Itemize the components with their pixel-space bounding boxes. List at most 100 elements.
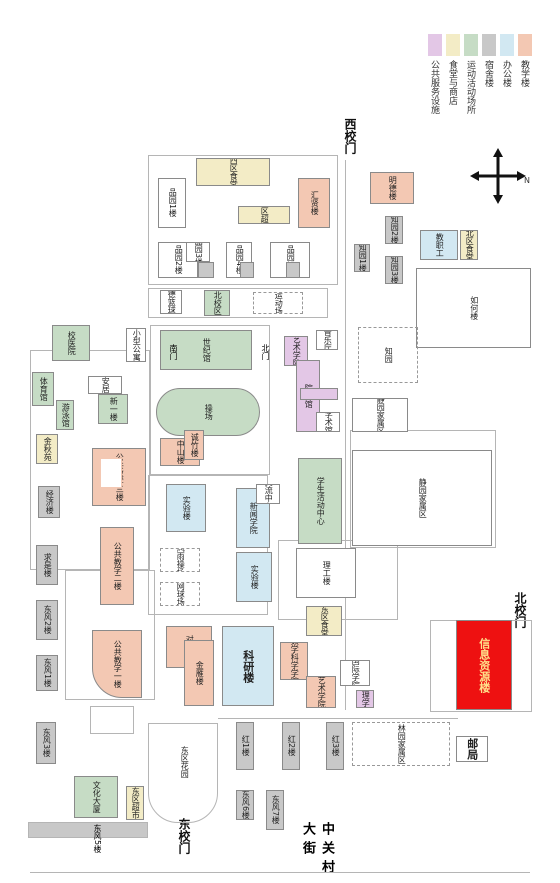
building-jinmiao[interactable]: 金秋苑 (36, 434, 58, 464)
legend-label-sport: 运动活动场所 (465, 60, 475, 114)
court-1: 风雨操场 (160, 548, 200, 572)
building-dongqu-sport[interactable]: 文化大厦 (74, 776, 118, 818)
building-gongjiao1[interactable]: 公共教学一楼 (92, 630, 142, 698)
building-yinyue[interactable]: 音乐厅 (316, 330, 338, 350)
building-library[interactable]: 信息资源楼 (456, 620, 512, 710)
building-dongfeng7[interactable]: 东风7楼 (266, 790, 284, 830)
area-jingyuan-1: 静园家属区 (352, 398, 408, 432)
building-xiaoxinggong[interactable]: 小型公寓 (126, 328, 146, 362)
building-guanli[interactable]: 管理学院 (356, 690, 374, 708)
compass-icon (470, 148, 526, 204)
building-pool[interactable]: 游泳馆 (56, 400, 74, 430)
legend-swatch-office (500, 34, 514, 56)
legend: 公共服务设施 食堂与商店 运动活动场所 宿舍楼 办公楼 教学楼 (426, 34, 536, 122)
court-2: 网球场 (160, 582, 200, 606)
building-jiaozhi[interactable]: 教职工 (420, 230, 458, 260)
area-jingyuan-2: 静园家属区 (352, 450, 492, 546)
building-hong2[interactable]: 红2楼 (282, 722, 300, 770)
building-pinyuan2-annex (198, 262, 214, 278)
east-road-line (218, 718, 458, 719)
building-pinyuan1[interactable]: 品园1楼 (158, 178, 186, 228)
building-jinjian[interactable]: 金雁楼 (184, 640, 214, 706)
north-gate[interactable]: 北校门 (513, 592, 527, 628)
east-park-outline (148, 723, 218, 823)
track-field[interactable]: 操场 (156, 388, 260, 436)
building-jiaoyi[interactable]: 交流中心 (256, 484, 280, 504)
dongfeng5-strip (28, 822, 148, 838)
building-jiuguan[interactable]: 实验楼 (236, 552, 272, 602)
legend-swatch-dorm (482, 34, 496, 56)
building-youju[interactable]: 邮局 (456, 736, 488, 762)
small-outline-1 (90, 706, 134, 734)
court-shuoyuan: 运动场 (253, 292, 303, 314)
building-dingyuan[interactable]: 如何楼 (416, 268, 531, 348)
building-art2[interactable]: 艺术学院 (306, 676, 336, 708)
north-south-road-line (345, 160, 346, 710)
west-block-outline (148, 155, 338, 285)
building-yuanshi-bar (300, 388, 338, 400)
building-keyan[interactable]: 科研楼 (222, 626, 274, 706)
legend-label-office: 办公楼 (501, 60, 511, 87)
central-block-outline (150, 325, 270, 475)
building-pinyuan5-annex (286, 262, 300, 278)
legend-swatch-teaching (518, 34, 532, 56)
pinyuan-row-outline (148, 288, 328, 318)
west-gate[interactable]: 西校门 (343, 118, 357, 154)
building-hong1[interactable]: 红1楼 (236, 722, 254, 770)
building-dongfeng1[interactable]: 东风1楼 (36, 655, 58, 691)
area-linyuan: 林园家属区 (352, 722, 450, 766)
building-east-canteen[interactable]: 东区食堂 (306, 606, 342, 636)
building-student-center[interactable]: 学生活动中心 (298, 458, 342, 544)
building-chongde-court[interactable]: 北校区 (204, 290, 230, 316)
building-zhiyuan2[interactable]: 知园2楼 (385, 216, 403, 244)
building-gym-small[interactable]: 体育馆 (32, 372, 54, 406)
east-park[interactable]: 东区花园 (158, 730, 210, 794)
compass-north-label: N (524, 176, 530, 185)
building-west-canteen[interactable]: 西区食堂 (196, 158, 270, 186)
legend-label-teaching: 教学楼 (519, 60, 529, 87)
legend-swatch-sport (464, 34, 478, 56)
label-south-door: 南门 (169, 344, 178, 360)
court-zhiyuan: 知园 (358, 327, 418, 383)
building-dongfeng6[interactable]: 东风6楼 (236, 790, 254, 820)
building-west-shop[interactable]: 西区超市 (238, 206, 290, 224)
label-dongfeng5: 东风5楼 (93, 824, 102, 854)
building-east-shop[interactable]: 东区超市 (126, 786, 144, 820)
building-gongjiao2[interactable]: 公共教学二楼 (100, 527, 134, 605)
label-north-door: 北门 (261, 344, 270, 360)
building-dongfeng2[interactable]: 东风2楼 (36, 600, 58, 640)
legend-swatch-canteen (446, 34, 460, 56)
building-xiaoyi[interactable]: 校医院 (52, 325, 90, 361)
building-zhiyuan3[interactable]: 知园3楼 (385, 256, 403, 284)
east-gate[interactable]: 东校门 (177, 818, 191, 854)
building-baishou[interactable]: 安居 (88, 376, 122, 394)
legend-label-dorm: 宿舍楼 (483, 60, 493, 87)
building-shijiao[interactable]: 实验楼 (166, 484, 206, 532)
building-mingde[interactable]: 明德楼 (370, 172, 414, 204)
legend-label-public: 公共服务设施 (429, 60, 439, 114)
zhongguancun-street: 中关村大街 (300, 822, 334, 879)
legend-swatch-public (428, 34, 442, 56)
building-huiyuan[interactable]: 汇贤楼 (298, 178, 330, 228)
building-hong3[interactable]: 红3楼 (326, 722, 344, 770)
building-dongfeng3[interactable]: 东风3楼 (36, 722, 56, 764)
building-north-canteen[interactable]: 北区食堂 (460, 230, 478, 260)
building-jinyuan[interactable]: 经济楼 (38, 486, 60, 518)
building-chengze[interactable]: 诚竹楼 (184, 430, 204, 460)
building-guoji[interactable]: 国际学院 (340, 660, 370, 686)
building-zhuyuan[interactable]: 崇德篮球场 (160, 290, 182, 314)
street-line (30, 872, 530, 873)
building-zhiyuan1[interactable]: 知园1楼 (354, 244, 370, 272)
building-pinyuan4-annex (240, 262, 254, 278)
building-ligong[interactable]: 理工楼 (296, 548, 356, 598)
building-shiji-hall[interactable]: 世纪馆 (160, 330, 252, 370)
building-liangguan[interactable]: 求是楼 (36, 545, 58, 585)
south-west-block-outline (30, 350, 150, 570)
building-shuxue[interactable]: 数学科学学院 (280, 642, 308, 680)
building-gongjiao3-court (100, 458, 122, 488)
building-sport-room[interactable]: 新一楼 (98, 394, 128, 424)
building-pinyuan3[interactable]: 品园3楼 (186, 242, 210, 262)
building-xueshu[interactable]: 学术馆 (316, 412, 340, 432)
jingyuan-outline (350, 430, 496, 548)
